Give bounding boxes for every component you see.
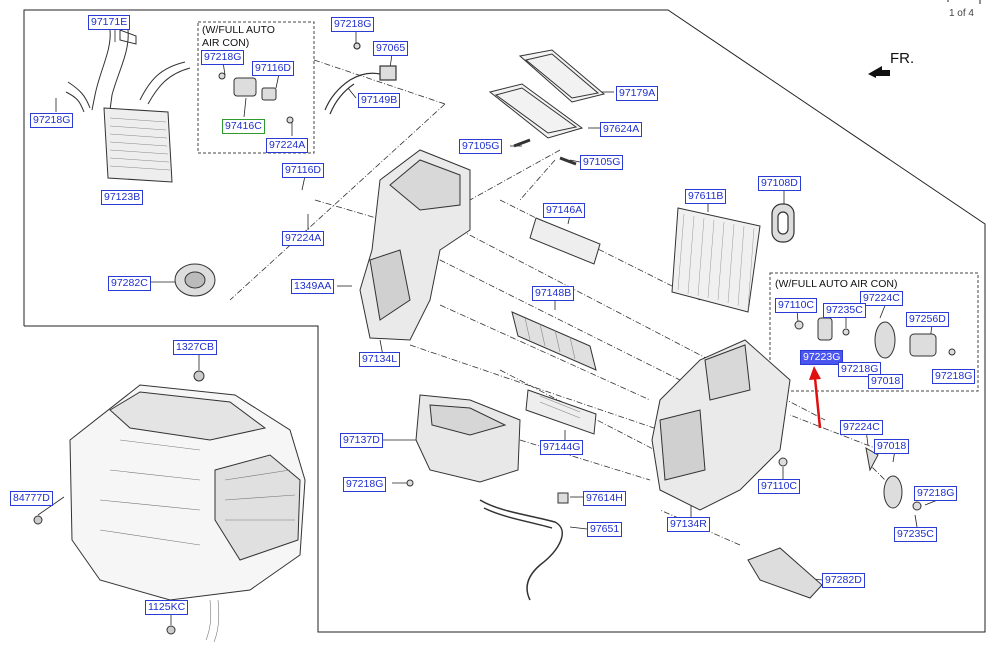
part-label-97108D[interactable]: 97108D <box>758 176 801 191</box>
note-full-auto-left: (W/FULL AUTO AIR CON) <box>202 24 275 50</box>
part-label-97116D[interactable]: 97116D <box>252 61 295 76</box>
part-label-97018[interactable]: 97018 <box>874 439 910 454</box>
filter-97624A <box>488 83 584 139</box>
page-indicator: 1 of 4 <box>948 8 974 19</box>
part-label-97116D[interactable]: 97116D <box>282 163 325 178</box>
part-label-97224C[interactable]: 97224C <box>860 291 903 306</box>
part-label-97105G[interactable]: 97105G <box>459 139 503 154</box>
note-full-auto-left-text: (W/FULL AUTO AIR CON) <box>202 24 275 49</box>
part-label-97018[interactable]: 97018 <box>868 374 904 389</box>
part-label-97224A[interactable]: 97224A <box>282 231 325 246</box>
part-label-97224C[interactable]: 97224C <box>840 420 883 435</box>
part-label-97235C[interactable]: 97235C <box>823 303 866 318</box>
part-label-97235C[interactable]: 97235C <box>894 527 937 542</box>
front-arrow-icon <box>868 66 890 78</box>
part-label-97134R[interactable]: 97134R <box>667 517 710 532</box>
part-label-97224A[interactable]: 97224A <box>266 138 309 153</box>
part-label-97614H[interactable]: 97614H <box>583 491 626 506</box>
part-label-97218G[interactable]: 97218G <box>30 113 74 128</box>
indicator-arrow <box>809 366 822 429</box>
door-97148B <box>511 311 597 371</box>
part-label-97149B[interactable]: 97149B <box>358 93 401 108</box>
evaporator <box>671 207 761 313</box>
part-label-97105G[interactable]: 97105G <box>580 155 624 170</box>
part-label-97218G[interactable]: 97218G <box>914 486 958 501</box>
part-label-97123B[interactable]: 97123B <box>101 190 144 205</box>
part-label-97146A[interactable]: 97146A <box>543 203 586 218</box>
part-label-97223G[interactable]: 97223G <box>800 350 844 365</box>
part-label-1327CB[interactable]: 1327CB <box>173 340 217 355</box>
part-label-97134L[interactable]: 97134L <box>359 352 401 367</box>
part-label-97218G[interactable]: 97218G <box>932 369 976 384</box>
part-label-97416C[interactable]: 97416C <box>222 119 265 134</box>
part-label-97624A[interactable]: 97624A <box>600 122 643 137</box>
part-label-97179A[interactable]: 97179A <box>616 86 659 101</box>
part-label-97282C[interactable]: 97282C <box>108 276 151 291</box>
assembled-unit-inset <box>69 384 306 601</box>
part-label-97137D[interactable]: 97137D <box>340 433 383 448</box>
part-label-97256D[interactable]: 97256D <box>906 312 949 327</box>
part-label-97144G[interactable]: 97144G <box>540 440 584 455</box>
part-label-97110C[interactable]: 97110C <box>758 479 801 494</box>
part-label-97611B[interactable]: 97611B <box>685 189 727 204</box>
part-label-97218G[interactable]: 97218G <box>201 50 245 65</box>
part-label-1349AA[interactable]: 1349AA <box>291 279 335 294</box>
assembly-outline <box>23 9 986 633</box>
full-auto-right-box <box>769 272 979 392</box>
part-label-97218G[interactable]: 97218G <box>343 477 387 492</box>
door-97144G <box>525 389 597 435</box>
part-label-97651[interactable]: 97651 <box>587 522 623 537</box>
duct-97282D <box>747 547 823 599</box>
note-full-auto-right: (W/FULL AUTO AIR CON) <box>775 278 898 290</box>
part-label-97065[interactable]: 97065 <box>373 41 409 56</box>
heater-core <box>103 107 173 183</box>
full-auto-left-box <box>197 21 315 154</box>
part-label-97282D[interactable]: 97282D <box>822 573 865 588</box>
direction-label: FR. <box>890 50 915 67</box>
part-label-84777D[interactable]: 84777D <box>10 491 53 506</box>
filter-97179A <box>518 49 606 103</box>
part-label-97171E[interactable]: 97171E <box>88 15 131 30</box>
part-label-97218G[interactable]: 97218G <box>838 362 882 377</box>
part-label-97218G[interactable]: 97218G <box>331 17 375 32</box>
door-97146A <box>529 217 601 265</box>
part-label-97148B[interactable]: 97148B <box>532 286 575 301</box>
part-label-97110C[interactable]: 97110C <box>775 298 818 313</box>
part-label-1125KC[interactable]: 1125KC <box>145 600 189 615</box>
